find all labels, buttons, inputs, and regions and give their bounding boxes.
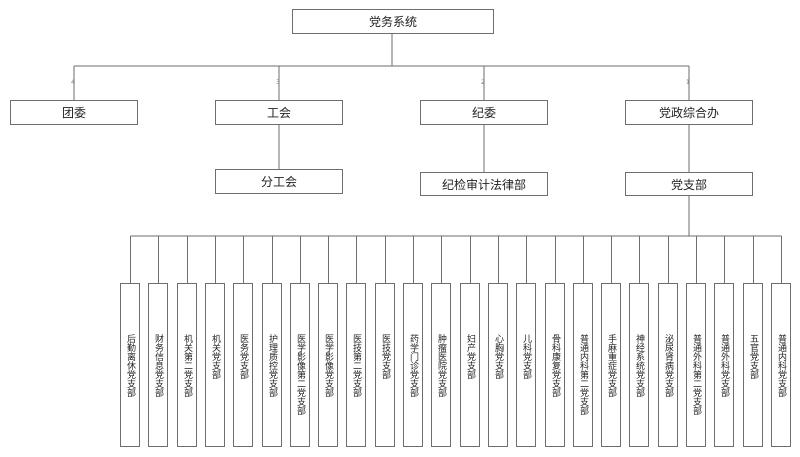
node-jijianshenji[interactable]: 纪检审计法律部	[420, 172, 548, 196]
node-fengonghui-label: 分工会	[260, 175, 297, 189]
node-gonghui[interactable]: 工会	[215, 100, 343, 125]
node-jijianshenji-label: 纪检审计法律部	[441, 177, 526, 192]
branch-label: 泌尿肾病党支部	[663, 334, 673, 397]
branch-label: 机关第二党支部	[182, 334, 192, 397]
branch-box[interactable]: 医学影像第二党支部	[290, 283, 310, 447]
branch-box[interactable]: 医学影像党支部	[318, 283, 338, 447]
branch-label: 普通内科第二党支部	[578, 334, 588, 415]
branch-box[interactable]: 五官党支部	[743, 283, 763, 447]
branch-box[interactable]: 药学门诊党支部	[403, 283, 423, 447]
branch-label: 财务信息党支部	[153, 334, 163, 397]
branch-box[interactable]: 医技第二党支部	[346, 283, 366, 447]
node-fengonghui[interactable]: 分工会	[215, 169, 343, 194]
node-jiwei-label: 纪委	[471, 106, 496, 120]
branch-box[interactable]: 妇产党支部	[460, 283, 480, 447]
branch-box[interactable]: 机关第二党支部	[177, 283, 197, 447]
branch-box[interactable]: 护理质控党支部	[262, 283, 282, 447]
branch-label: 五官党支部	[748, 334, 758, 379]
branch-box[interactable]: 普通内科党支部	[771, 283, 791, 447]
node-tuanwei-label: 团委	[61, 106, 86, 120]
branch-label: 医学影像党支部	[323, 334, 333, 397]
root-label: 党务系统	[368, 15, 417, 29]
branch-box[interactable]: 手麻重症党支部	[601, 283, 621, 447]
branch-box[interactable]: 医技党支部	[375, 283, 395, 447]
branch-label: 儿科党支部	[521, 334, 531, 379]
branch-label: 普通外科党支部	[719, 334, 729, 397]
node-dangzheng[interactable]: 党政综合办	[625, 100, 753, 125]
branch-box[interactable]: 财务信息党支部	[148, 283, 168, 447]
branch-label: 肿瘤医院党支部	[436, 334, 446, 397]
node-gonghui-label: 工会	[266, 106, 291, 120]
branch-label: 医技第二党支部	[351, 334, 361, 397]
branch-label: 医学影像第二党支部	[295, 334, 305, 415]
branch-label: 机关党支部	[210, 334, 220, 379]
branch-number-3: 3	[276, 79, 280, 86]
branch-label: 医技党支部	[380, 334, 390, 379]
branch-number-2: 2	[481, 79, 485, 86]
branch-box[interactable]: 神经系统党支部	[629, 283, 649, 447]
branch-number-1: 1	[686, 79, 690, 86]
branch-label: 妇产党支部	[465, 334, 475, 379]
branch-box[interactable]: 儿科党支部	[516, 283, 536, 447]
branch-label: 神经系统党支部	[634, 334, 644, 397]
branch-label: 心胸党支部	[493, 334, 503, 379]
branch-box[interactable]: 普通外科第二党支部	[686, 283, 706, 447]
branch-label: 普通内科党支部	[776, 334, 786, 397]
branch-label: 护理质控党支部	[267, 334, 277, 397]
branch-box[interactable]: 医务党支部	[233, 283, 253, 447]
branch-label: 手麻重症党支部	[606, 334, 616, 397]
branch-box[interactable]: 机关党支部	[205, 283, 225, 447]
node-dangzhibu-label: 党支部	[670, 177, 707, 192]
node-tuanwei[interactable]: 团委	[10, 100, 138, 125]
node-dangzheng-label: 党政综合办	[658, 106, 719, 120]
branch-box[interactable]: 泌尿肾病党支部	[658, 283, 678, 447]
node-jiwei[interactable]: 纪委	[420, 100, 548, 125]
branch-box[interactable]: 骨科康复党支部	[545, 283, 565, 447]
branch-label: 骨科康复党支部	[550, 334, 560, 397]
root-box[interactable]: 党务系统	[292, 9, 494, 34]
branch-box[interactable]: 普通外科党支部	[714, 283, 734, 447]
branch-label: 普通外科第二党支部	[691, 334, 701, 415]
node-dangzhibu[interactable]: 党支部	[625, 172, 753, 196]
branch-label: 后勤离休党支部	[125, 334, 135, 397]
branch-number-4: 4	[71, 79, 75, 86]
branch-box[interactable]: 后勤离休党支部	[120, 283, 140, 447]
branch-label: 医务党支部	[238, 334, 248, 379]
branch-label: 药学门诊党支部	[408, 334, 418, 397]
branch-box[interactable]: 心胸党支部	[488, 283, 508, 447]
branch-box[interactable]: 普通内科第二党支部	[573, 283, 593, 447]
branch-box[interactable]: 肿瘤医院党支部	[431, 283, 451, 447]
